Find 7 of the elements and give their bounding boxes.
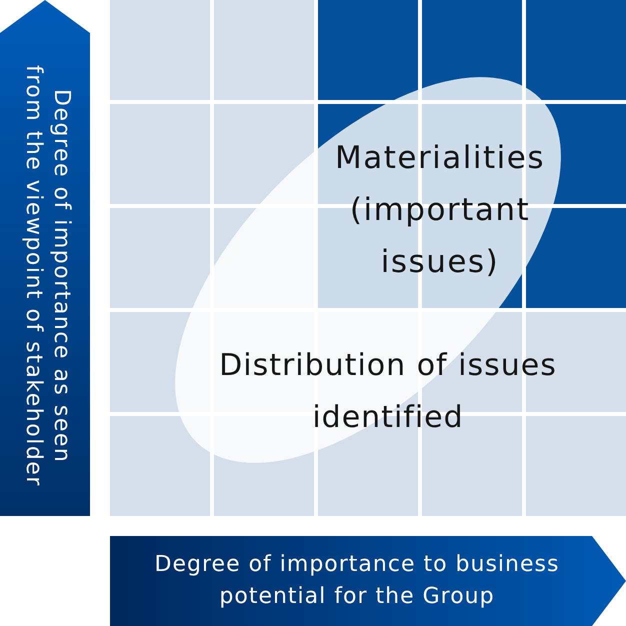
axis-title: Degree of importance as seen from the viewpoint of stakeholder: [20, 64, 75, 489]
distribution-ellipse: [172, 74, 564, 466]
axis-title: Degree of importance to business potential for the Group: [154, 551, 560, 611]
vertical-axis-arrow: [0, 0, 90, 516]
horizontal-axis-arrow: [110, 536, 626, 626]
zone-label: Materialities (important issues): [334, 139, 546, 282]
ellipse-label: Distribution of issues identified: [218, 347, 558, 437]
